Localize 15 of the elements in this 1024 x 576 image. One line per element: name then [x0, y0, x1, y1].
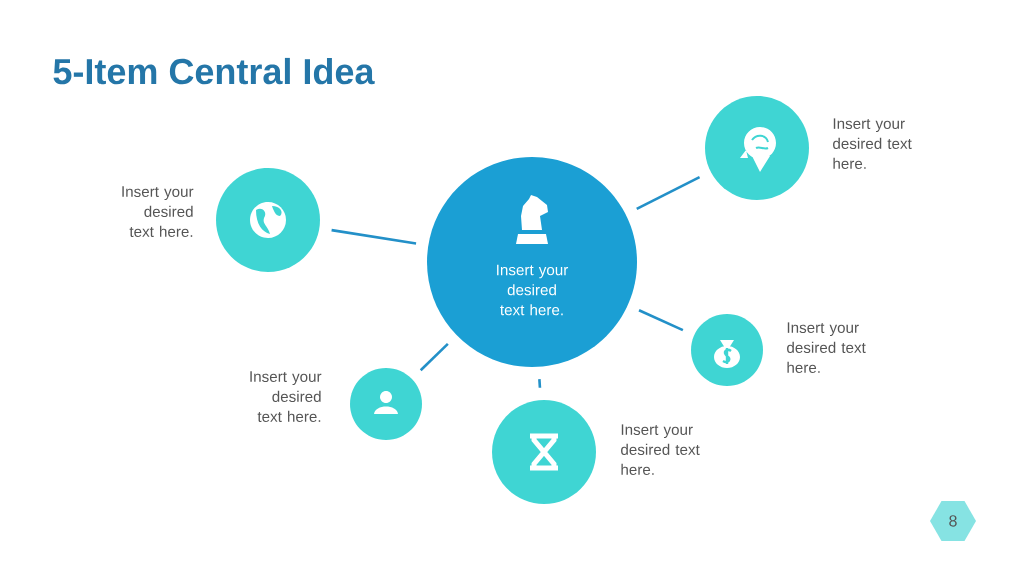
connector-line	[331, 228, 417, 245]
description-text: Insert your desired text here.	[122, 186, 194, 237]
slide-title: 5-Item Central Idea	[53, 57, 375, 85]
connector-line	[419, 342, 449, 372]
description-text: Insert your desired text here.	[833, 118, 912, 169]
icon-circle	[350, 368, 422, 440]
description-text: Insert your desired text here.	[787, 322, 866, 373]
description-text: Insert your desired text here.	[621, 424, 700, 475]
connector-line	[538, 379, 542, 388]
connector-line	[636, 175, 701, 211]
icon-circle	[705, 96, 809, 200]
page-number-hexagon: 8	[930, 501, 976, 541]
connector-line	[638, 309, 684, 332]
description-text: Insert your desired text here.	[250, 371, 322, 422]
icon-circle	[492, 400, 596, 504]
